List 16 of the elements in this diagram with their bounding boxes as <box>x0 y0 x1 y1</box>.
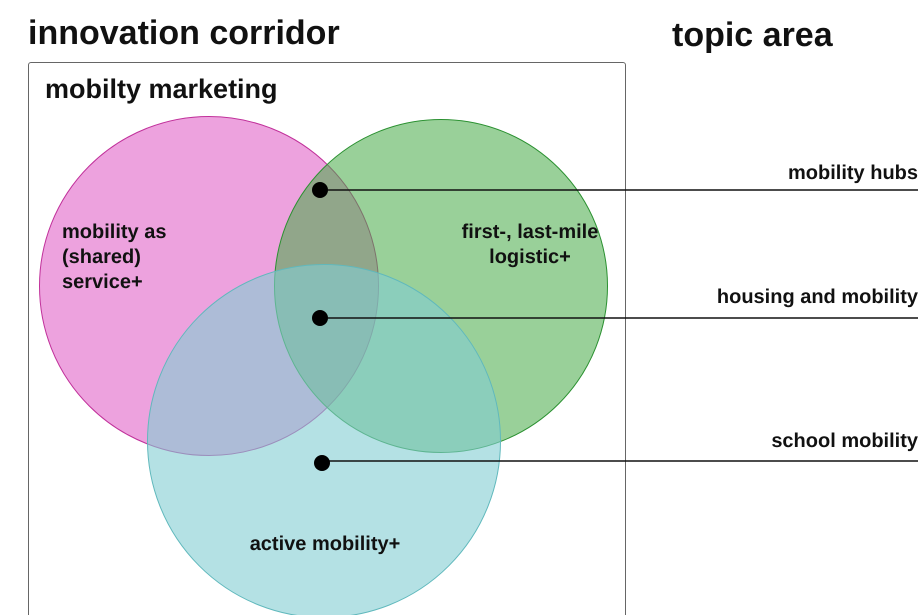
topic-label: housing and mobility <box>716 285 918 310</box>
marker-dot <box>314 455 330 471</box>
topic-label: mobility hubs <box>788 161 918 186</box>
heading: topic area <box>672 15 833 56</box>
circle-label: mobility as (shared) service+ <box>62 220 168 295</box>
circle-label: first-, last-mile logistic+ <box>460 220 600 270</box>
marker-dot <box>312 310 328 326</box>
leader-line <box>328 460 918 462</box>
leader-line <box>328 317 918 319</box>
topic-label: school mobility <box>771 429 918 454</box>
group-title: mobilty marketing <box>45 73 279 106</box>
heading: innovation corridor <box>28 13 340 54</box>
leader-line <box>328 189 918 191</box>
marker-dot <box>312 182 328 198</box>
group-frame <box>28 62 626 615</box>
circle-label: active mobility+ <box>248 532 402 557</box>
